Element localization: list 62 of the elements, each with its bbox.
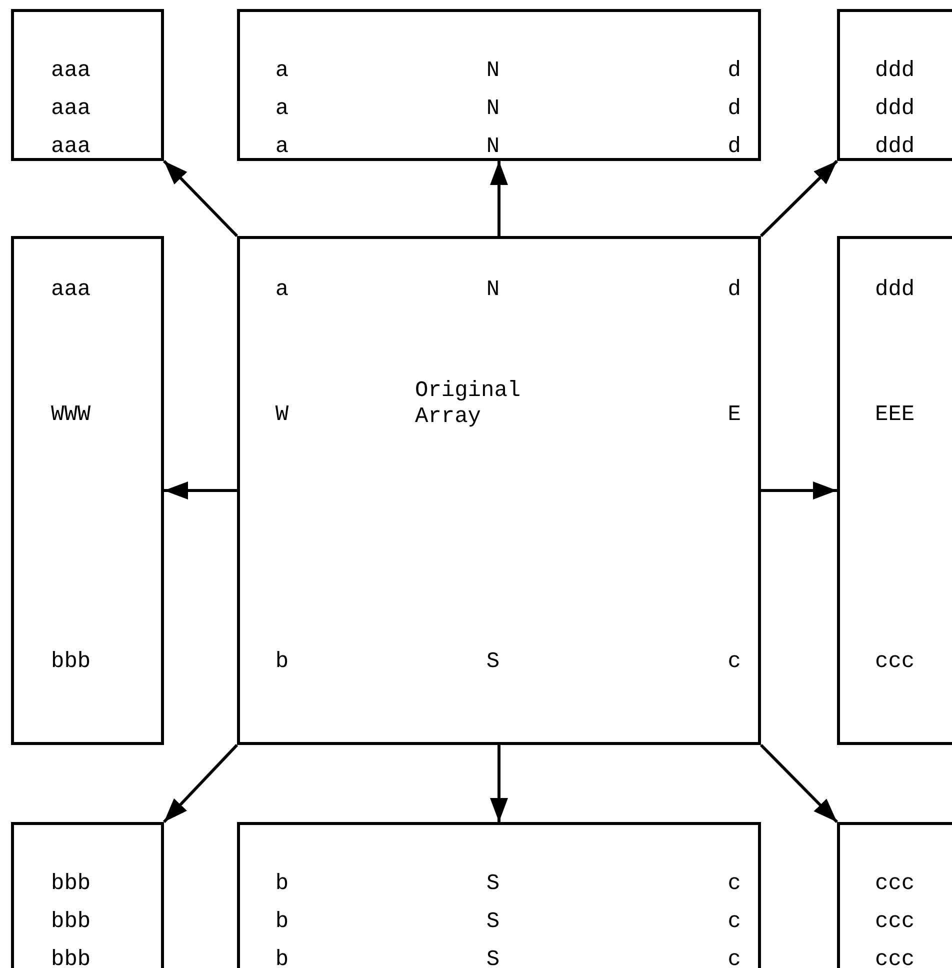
array-box [237,822,761,968]
cell-label: a [275,134,289,160]
arrow [760,744,838,824]
cell-label: E [728,402,741,428]
cell-label: S [486,909,500,935]
arrow [761,482,837,500]
cell-label: ccc [875,871,915,897]
cell-label: WWW [51,402,91,428]
cell-label: d [728,58,741,84]
cell-label: N [486,96,500,122]
arrow [490,161,508,236]
cell-label: d [728,277,741,303]
cell-label: aaa [51,58,91,84]
cell-label: S [486,649,500,675]
cell-label: c [728,909,741,935]
cell-label: aaa [51,134,91,160]
cell-label: d [728,96,741,122]
array-box [237,9,761,161]
cell-label: d [728,134,741,160]
cell-label: ddd [875,134,915,160]
cell-label: a [275,96,289,122]
cell-label: bbb [51,947,91,968]
array-box [837,822,952,968]
cell-label: ddd [875,58,915,84]
cell-label: ddd [875,96,915,122]
cell-label: EEE [875,402,915,428]
cell-label: ddd [875,277,915,303]
cell-label: ccc [875,649,915,675]
cell-label: S [486,947,500,968]
cell-label: bbb [51,649,91,675]
array-title: Original Array [415,378,522,430]
cell-label: a [275,58,289,84]
arrow [162,744,238,824]
arrow [760,160,838,238]
array-box [837,236,952,745]
arrow [490,745,508,822]
cell-label: ccc [875,909,915,935]
cell-label: bbb [51,909,91,935]
cell-label: a [275,277,289,303]
array-box [837,9,952,161]
cell-label: bbb [51,871,91,897]
arrow [162,160,238,238]
cell-label: b [275,871,289,897]
array-box [237,236,761,745]
arrow [164,482,237,500]
cell-label: N [486,58,500,84]
array-box [11,236,164,745]
cell-label: W [275,402,289,428]
cell-label: N [486,134,500,160]
cell-label: aaa [51,277,91,303]
cell-label: b [275,649,289,675]
array-box [11,822,164,968]
cell-label: c [728,947,741,968]
cell-label: N [486,277,500,303]
cell-label: ccc [875,947,915,968]
cell-label: b [275,909,289,935]
cell-label: aaa [51,96,91,122]
cell-label: c [728,871,741,897]
cell-label: c [728,649,741,675]
cell-label: S [486,871,500,897]
cell-label: b [275,947,289,968]
array-box [11,9,164,161]
